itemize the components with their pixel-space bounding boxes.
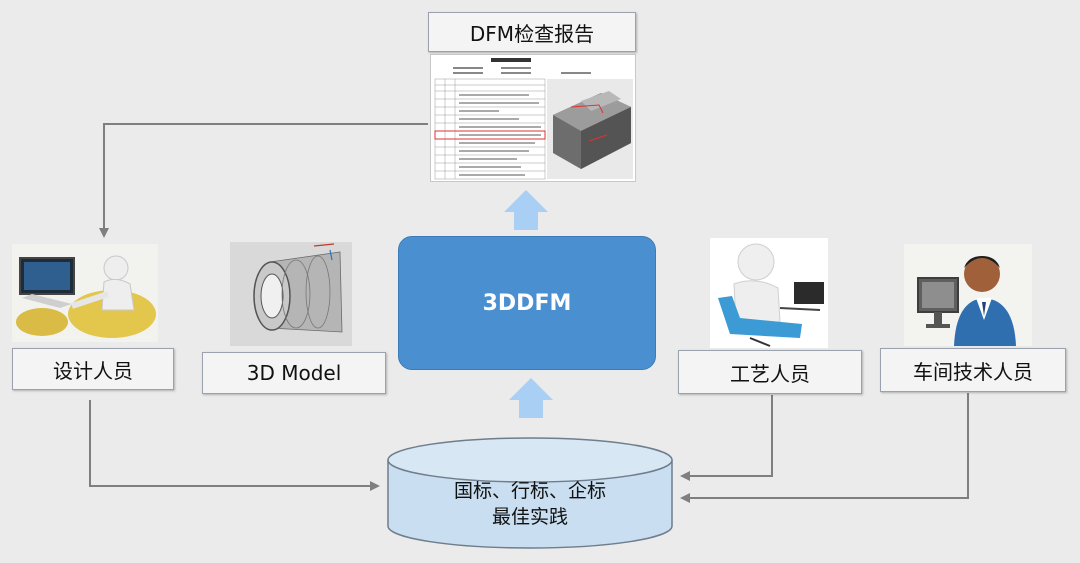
workshop-to-database-connector xyxy=(680,393,969,503)
database-label: 国标、行标、企标 最佳实践 xyxy=(388,478,672,530)
designer-image xyxy=(12,244,158,342)
process-label-box: 工艺人员 xyxy=(678,350,862,394)
model-image xyxy=(230,242,352,346)
3d-model-graphic xyxy=(230,242,352,346)
database-line-2: 最佳实践 xyxy=(491,506,568,528)
report-document-image xyxy=(430,54,636,182)
database-line-1: 国标、行标、企标 xyxy=(453,480,606,502)
designer-to-database-connector xyxy=(89,400,380,491)
designer-label: 设计人员 xyxy=(53,358,133,383)
core-label: 3DDFM xyxy=(482,290,572,316)
up-arrow-to-core xyxy=(509,378,553,418)
workshop-technician-graphic xyxy=(904,244,1032,346)
process-to-database-connector xyxy=(680,395,773,481)
up-arrow-to-report xyxy=(504,190,548,230)
workshop-label: 车间技术人员 xyxy=(913,359,1033,384)
core-3ddfm-box: 3DDFM xyxy=(398,236,656,370)
process-engineer-image xyxy=(710,238,828,348)
report-to-designer-connector xyxy=(99,123,428,238)
designer-workstation-graphic xyxy=(12,244,158,342)
report-title: DFM检查报告 xyxy=(469,21,595,46)
database-cylinder xyxy=(387,437,673,549)
model-label-box: 3D Model xyxy=(202,352,386,394)
report-document-graphic xyxy=(431,55,635,181)
workshop-technician-image xyxy=(904,244,1032,346)
model-label: 3D Model xyxy=(246,361,342,385)
process-engineer-graphic xyxy=(710,238,828,348)
process-label: 工艺人员 xyxy=(730,361,810,386)
workshop-label-box: 车间技术人员 xyxy=(880,348,1066,392)
report-title-box: DFM检查报告 xyxy=(428,12,636,52)
designer-label-box: 设计人员 xyxy=(12,348,174,390)
